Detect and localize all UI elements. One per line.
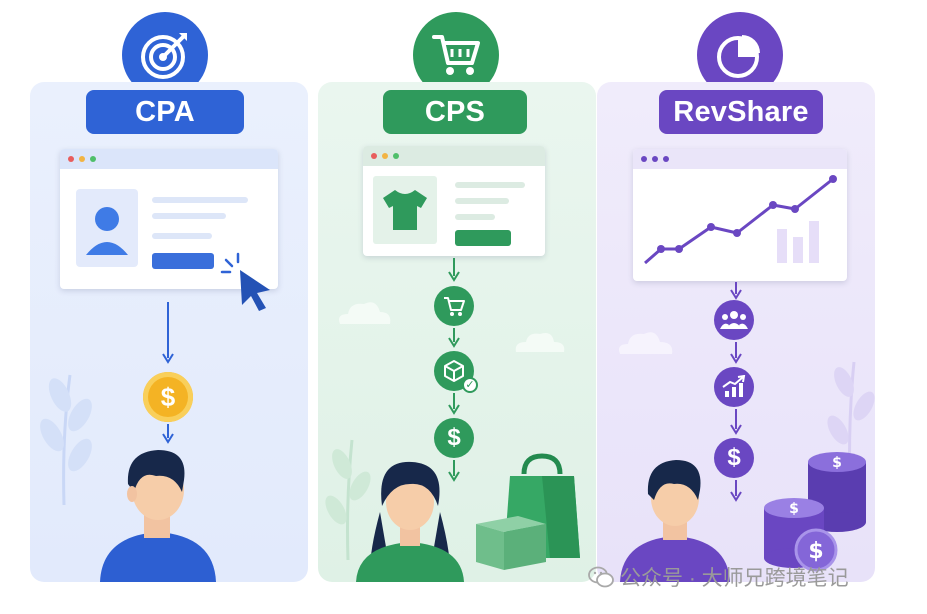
box-icon [476, 516, 546, 570]
cpa-arrow-1 [162, 302, 174, 364]
revshare-chart-window [633, 149, 847, 281]
product-card [373, 176, 437, 244]
buy-button[interactable] [455, 230, 511, 246]
cps-arrow-2 [448, 328, 460, 348]
cps-package-node: ✓ [434, 351, 478, 393]
svg-text:$: $ [789, 501, 799, 517]
revshare-users-node [714, 300, 754, 340]
line-chart-icon [644, 175, 837, 265]
cps-cart-node [434, 286, 474, 326]
revshare-arrow-1 [730, 282, 742, 300]
growth-chart-icon [722, 375, 746, 397]
cpa-leaf-decoration [40, 374, 92, 505]
revshare-arrow-2 [730, 342, 742, 364]
cps-arrow-1 [448, 258, 460, 282]
revshare-growth-node [714, 367, 754, 407]
svg-text:$: $ [808, 539, 823, 564]
cps-arrow-3 [448, 393, 460, 415]
revshare-dollar-node: $ [714, 438, 754, 478]
avatar-card [76, 189, 138, 267]
watermark: 公众号 · 大师兄跨境笔记 [588, 562, 849, 592]
users-icon [720, 311, 748, 329]
cpa-label: CPA [86, 90, 244, 134]
dollar-icon: $ [727, 444, 741, 471]
revshare-cloud-decoration [619, 332, 673, 354]
tshirt-icon [383, 190, 427, 230]
cpa-browser-window [60, 149, 278, 289]
check-badge-icon: ✓ [462, 377, 478, 393]
revshare-person-icon [620, 460, 730, 582]
package-check-icon [444, 360, 464, 382]
target-icon [141, 33, 187, 79]
cps-browser-window [363, 146, 545, 256]
person-icon [86, 207, 128, 255]
pie-chart-icon [717, 35, 760, 78]
cart-icon [432, 35, 480, 75]
cpa-arrow-2 [162, 424, 174, 444]
cursor-icon [220, 252, 270, 311]
cps-dollar-node: $ [434, 418, 474, 458]
dollar-coin-icon: $ [143, 372, 193, 422]
dollar-icon: $ [447, 424, 461, 451]
revshare-label: RevShare [659, 90, 823, 134]
cps-person-icon [356, 461, 464, 582]
svg-text:$: $ [832, 455, 842, 471]
cart-icon [444, 297, 465, 316]
cps-label: CPS [383, 90, 527, 134]
revshare-leaf-decoration [827, 361, 875, 492]
cps-cloud-decoration [339, 302, 391, 324]
cps-leaf-decoration [325, 439, 371, 560]
cps-arrow-4 [448, 460, 460, 482]
wechat-icon [588, 566, 614, 588]
coin-stack-icon: $ $ $ [764, 452, 866, 572]
revshare-arrow-3 [730, 409, 742, 435]
cps-cloud-decoration-2 [515, 333, 565, 352]
cta-button[interactable] [152, 253, 214, 269]
cpa-person-icon [100, 450, 216, 582]
revshare-arrow-4 [730, 480, 742, 502]
watermark-text: 公众号 · 大师兄跨境笔记 [620, 567, 849, 590]
